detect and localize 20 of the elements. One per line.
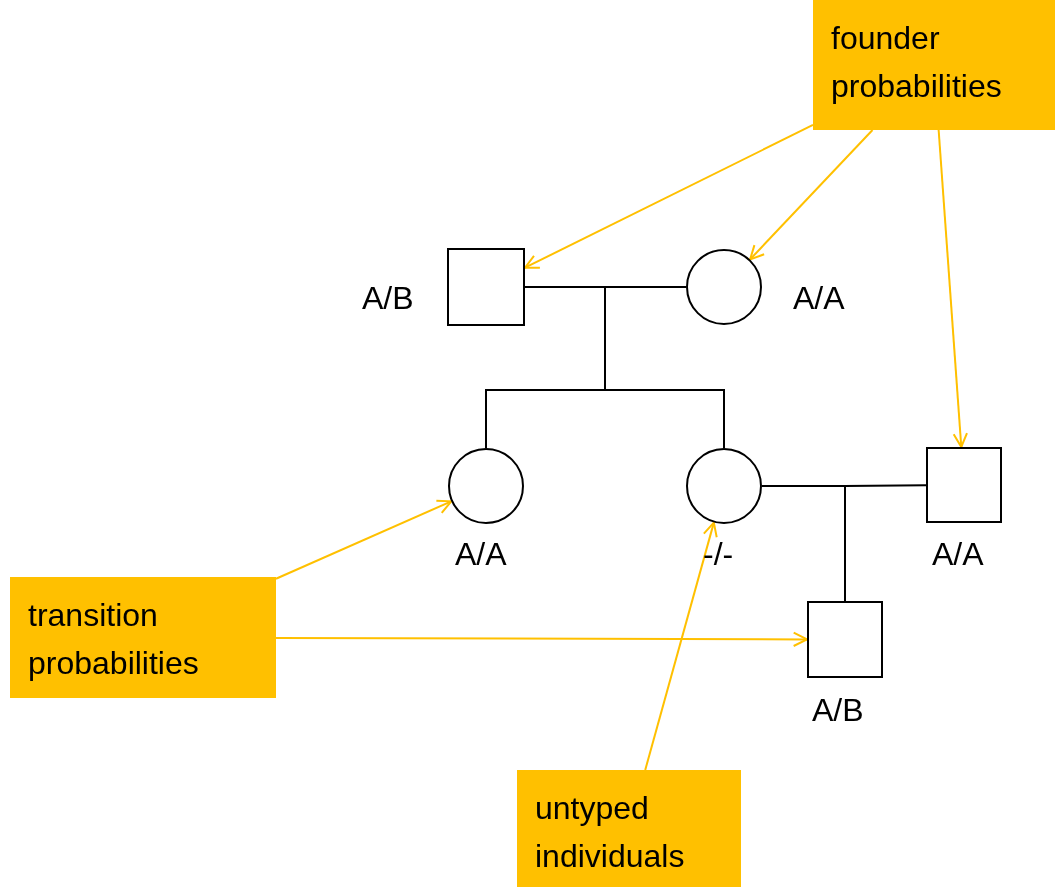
arrow (749, 129, 874, 261)
genotype-label: A/B (812, 692, 864, 728)
genotype-label: A/A (932, 536, 984, 572)
pedigree-line (844, 484, 927, 602)
genotype-label: A/B (362, 280, 414, 316)
genotype-label: -/- (703, 536, 734, 572)
genotype-label: A/A (793, 280, 845, 316)
arrow (937, 129, 968, 448)
male-square (807, 601, 883, 678)
arrow (275, 631, 808, 647)
callout-box: untyped individuals (517, 770, 741, 887)
arrow (644, 521, 718, 771)
callout-box: founder probabilities (813, 0, 1055, 130)
genotype-label: A/A (455, 536, 507, 572)
callout-box: transition probabilities (10, 577, 276, 698)
pedigree-line (604, 286, 725, 449)
arrow (275, 499, 453, 580)
male-square (926, 447, 1002, 523)
arrow (524, 123, 814, 269)
male-square (447, 248, 525, 326)
